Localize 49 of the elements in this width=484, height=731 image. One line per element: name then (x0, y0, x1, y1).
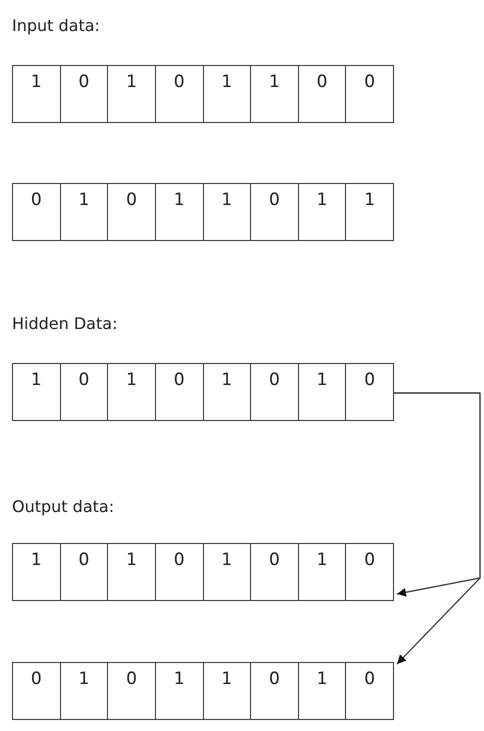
bit-value: 1 (345, 184, 393, 240)
bit-value: 1 (30, 71, 43, 94)
bit-value: 1 (298, 544, 346, 600)
bit-value: 0 (107, 184, 155, 240)
bit-value: 0 (154, 66, 202, 122)
bit-value: 0 (30, 668, 43, 691)
bit-value: 1 (298, 663, 346, 719)
connector-arrow (394, 392, 481, 664)
bit-value: 0 (60, 544, 108, 600)
bit-value: 0 (345, 364, 393, 420)
bit-value: 0 (60, 66, 108, 122)
bit-row (12, 363, 394, 421)
section-heading: Output data: (12, 497, 114, 516)
bit-value: 1 (107, 66, 155, 122)
bit-value: 1 (298, 184, 346, 240)
bit-value: 0 (250, 184, 298, 240)
bit-value: 0 (250, 663, 298, 719)
bit-value: 0 (345, 663, 393, 719)
bit-value: 1 (250, 66, 298, 122)
bit-value: 1 (30, 549, 43, 572)
bit-row (12, 662, 394, 720)
bit-value: 0 (345, 544, 393, 600)
bit-row (12, 65, 394, 123)
bit-row (12, 543, 394, 601)
bit-value: 1 (202, 66, 250, 122)
bit-value: 0 (298, 66, 346, 122)
bit-value: 1 (202, 544, 250, 600)
bit-row (12, 183, 394, 241)
bit-value: 0 (107, 663, 155, 719)
bit-value: 1 (30, 369, 43, 392)
bit-value: 1 (202, 663, 250, 719)
bit-value: 1 (107, 544, 155, 600)
bit-value: 0 (345, 66, 393, 122)
bit-value: 1 (60, 184, 108, 240)
bit-value: 1 (60, 663, 108, 719)
bit-value: 1 (154, 663, 202, 719)
section-heading: Input data: (12, 16, 100, 35)
bit-value: 1 (298, 364, 346, 420)
bit-value: 1 (154, 184, 202, 240)
bit-value: 1 (202, 364, 250, 420)
bit-value: 0 (60, 364, 108, 420)
bit-value: 0 (250, 364, 298, 420)
bit-value: 1 (202, 184, 250, 240)
bit-value: 0 (154, 544, 202, 600)
section-heading: Hidden Data: (12, 314, 118, 333)
bit-value: 1 (107, 364, 155, 420)
bit-value: 0 (30, 189, 43, 212)
bit-value: 0 (154, 364, 202, 420)
bit-value: 0 (250, 544, 298, 600)
